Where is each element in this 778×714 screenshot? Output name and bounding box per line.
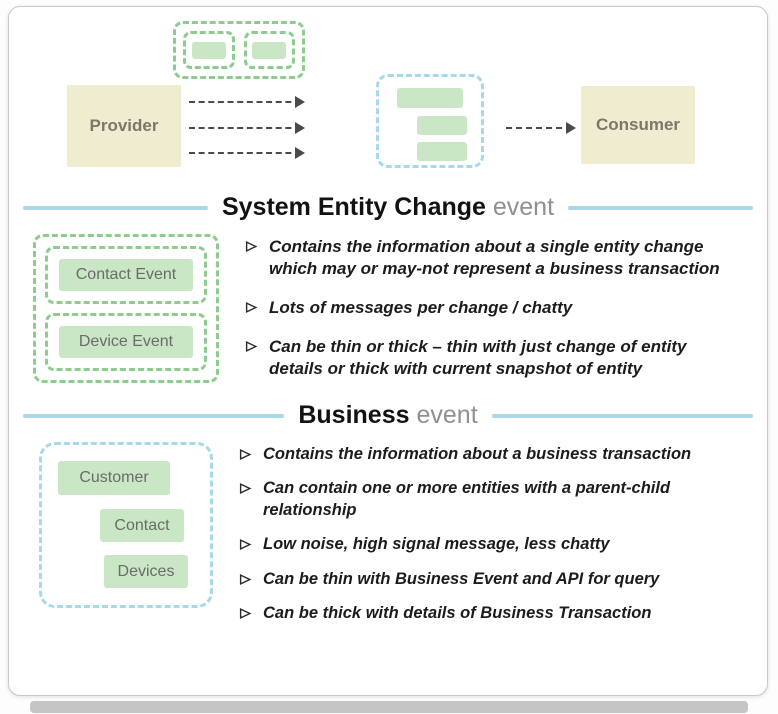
bullet-item: Can contain one or more entities with a … <box>239 478 735 521</box>
bullet-text: Can be thin or thick – thin with just ch… <box>269 337 687 379</box>
flow-arrow-icon <box>189 122 305 134</box>
event-bar <box>397 88 463 108</box>
business-entity-diagram: Customer Contact Devices <box>39 442 213 608</box>
bullet-text: Contains the information about a busines… <box>263 445 692 463</box>
bullet-item: Contains the information about a busines… <box>239 444 735 465</box>
consumer-label: Consumer <box>595 115 681 134</box>
section1-title: System Entity Change event <box>222 193 554 222</box>
header-rule <box>568 205 754 210</box>
section2-body: Customer Contact Devices Contains the in… <box>23 442 753 625</box>
bullet-text: Can contain one or more entities with a … <box>263 479 671 519</box>
contact-event-label: Contact Event <box>59 259 193 291</box>
section1-title-bold: System Entity Change <box>221 193 486 221</box>
header-rule <box>491 413 754 418</box>
arrow-bullet-icon <box>239 539 252 551</box>
section2-title-bold: Business <box>298 401 410 429</box>
bullet-item: Low noise, high signal message, less cha… <box>239 534 735 555</box>
section1-body: Contact Event Device Event Contains the … <box>23 234 753 383</box>
section1-title-light: event <box>492 193 555 221</box>
entity-event-fill <box>252 41 287 59</box>
provider-box: Provider <box>67 85 181 167</box>
bullet-item: Lots of messages per change / chatty <box>245 297 735 319</box>
section2-bullets: Contains the information about a busines… <box>239 442 753 625</box>
bullet-text: Low noise, high signal message, less cha… <box>263 535 610 554</box>
arrow-bullet-icon <box>245 341 258 353</box>
arrow-bullet-icon <box>239 608 252 620</box>
slide-card: Provider Consumer <box>8 6 768 696</box>
section1-bullets: Contains the information about a single … <box>245 234 753 380</box>
section2-title: Business event <box>298 401 477 430</box>
bullet-text: Can be thin with Business Event and API … <box>263 569 660 588</box>
entity-event-fill <box>191 41 226 59</box>
consumer-box: Consumer <box>581 86 695 164</box>
event-bar <box>417 116 467 135</box>
arrow-bullet-icon <box>245 302 258 314</box>
provider-label: Provider <box>89 116 159 135</box>
flow-arrow-icon <box>189 147 305 159</box>
section1-header: System Entity Change event <box>23 193 754 222</box>
device-event-slot: Device Event <box>45 313 207 371</box>
arrow-bullet-icon <box>239 449 252 460</box>
arrow-bullet-icon <box>239 573 252 585</box>
device-event-label: Device Event <box>59 326 193 358</box>
entity-events-group <box>173 21 305 79</box>
header-rule <box>23 205 208 210</box>
contact-box: Contact <box>100 509 184 542</box>
deck-edge-bar <box>30 701 748 713</box>
contact-event-slot: Contact Event <box>45 246 207 304</box>
arrow-bullet-icon <box>245 241 258 252</box>
bullet-text: Contains the information about a single … <box>269 237 720 279</box>
customer-box: Customer <box>58 461 170 495</box>
bullet-item: Can be thin with Business Event and API … <box>239 569 735 590</box>
bullet-text: Lots of messages per change / chatty <box>269 298 573 318</box>
entity-event-slot <box>183 31 235 69</box>
business-event-group <box>376 74 484 168</box>
bullet-text: Can be thick with details of Business Tr… <box>263 604 652 623</box>
event-bar <box>417 142 467 161</box>
section2-header: Business event <box>23 401 754 430</box>
entity-event-slot <box>243 31 295 69</box>
system-entity-diagram: Contact Event Device Event <box>33 234 219 383</box>
bullet-item: Contains the information about a single … <box>245 236 735 280</box>
bullet-item: Can be thin or thick – thin with just ch… <box>245 336 735 380</box>
arrow-bullet-icon <box>239 483 252 495</box>
flow-diagram: Provider Consumer <box>23 13 753 183</box>
flow-arrow-icon <box>506 122 576 134</box>
bullet-item: Can be thick with details of Business Tr… <box>239 603 735 624</box>
section2-title-light: event <box>416 401 478 429</box>
flow-arrow-icon <box>189 96 305 108</box>
header-rule <box>23 413 285 418</box>
devices-box: Devices <box>104 555 188 588</box>
